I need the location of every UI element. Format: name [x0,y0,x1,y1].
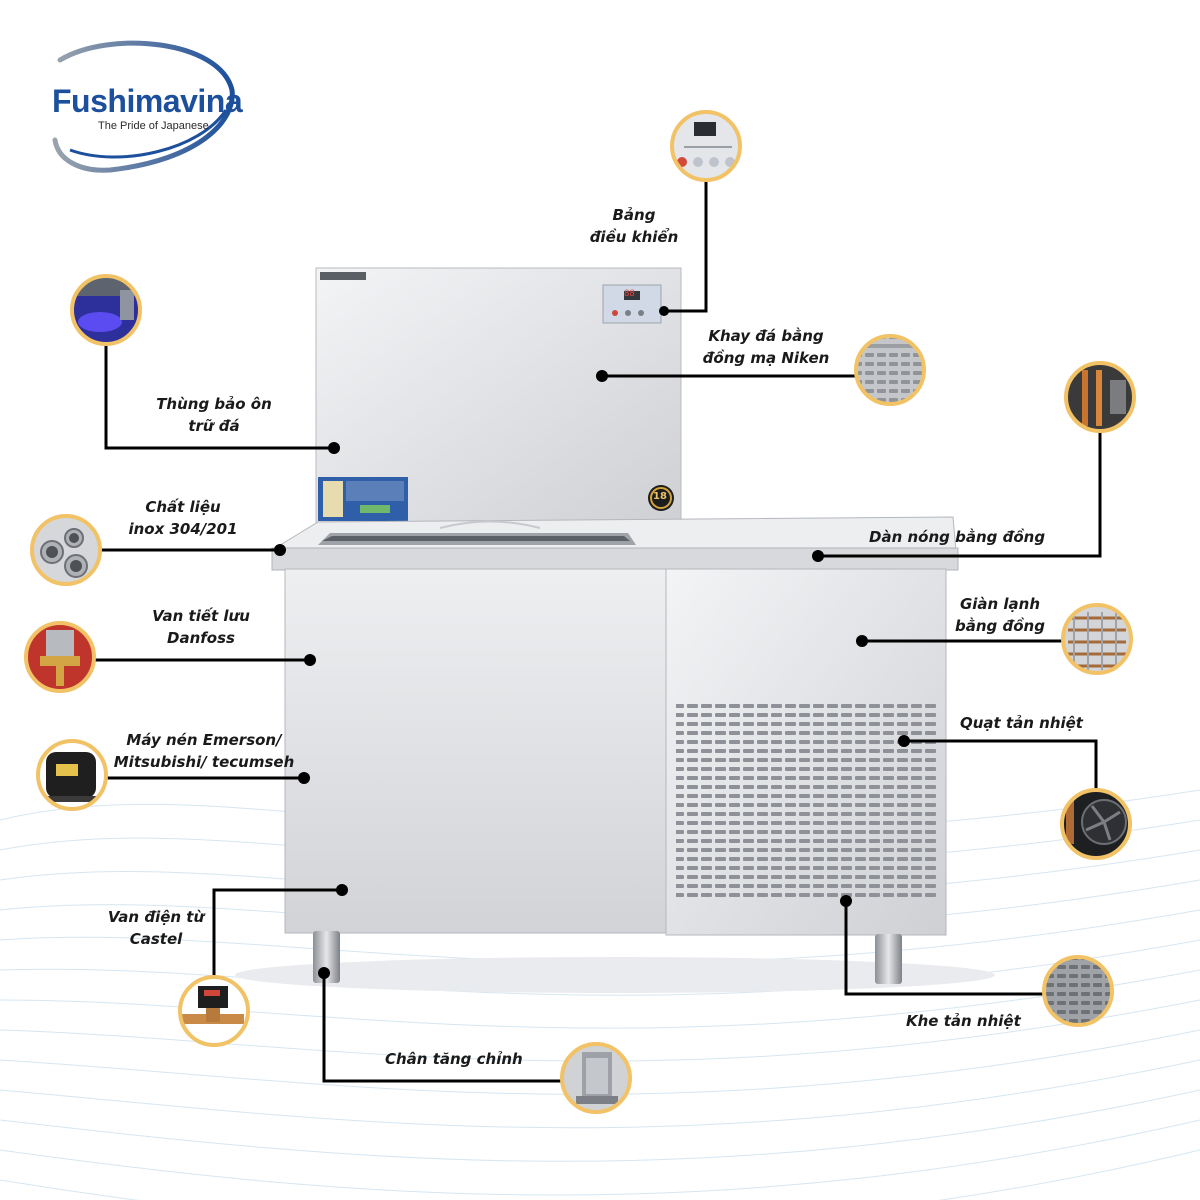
floor-shadow [235,957,995,993]
leader-dots [274,306,910,979]
ice-storage-bin [315,267,682,525]
cabinet-door [284,568,667,934]
top-brand-plate [320,272,366,280]
fan-callout [1060,788,1132,860]
foot-callout [560,1042,632,1114]
storage-bin-callout [70,274,142,346]
solenoid-valve-callout [178,975,250,1047]
label-vents: Khe tản nhiệt [906,1012,1021,1030]
tray-callout [854,334,926,406]
control-panel-callout [670,110,742,182]
brand-logo [52,40,235,173]
label-compressor: Máy nén Emerson/Mitsubishi/ tecumseh [113,731,295,771]
lower-cabinet [284,568,947,936]
evaporator-callout [1061,603,1133,675]
brand-name: Fushimavina [52,83,243,119]
brand-tagline: The Pride of Japanese [98,120,209,132]
label-condenser: Dàn nóng bằng đồng [869,528,1046,546]
vent-grille [676,704,936,897]
leader-lines [94,180,1102,1083]
stainless-pipes-callout [30,514,102,586]
expansion-valve-callout [24,621,96,693]
compressor-callout [36,739,108,811]
label-fan: Quạt tản nhiệt [960,714,1083,732]
worktop [270,516,959,571]
vents-callout [1042,955,1114,1027]
condenser-callout [1064,361,1136,433]
warranty-badge-number: 18 [653,491,667,502]
panel-display-readout: 88 [624,289,635,299]
label-feet: Chân tăng chỉnh [385,1050,523,1068]
